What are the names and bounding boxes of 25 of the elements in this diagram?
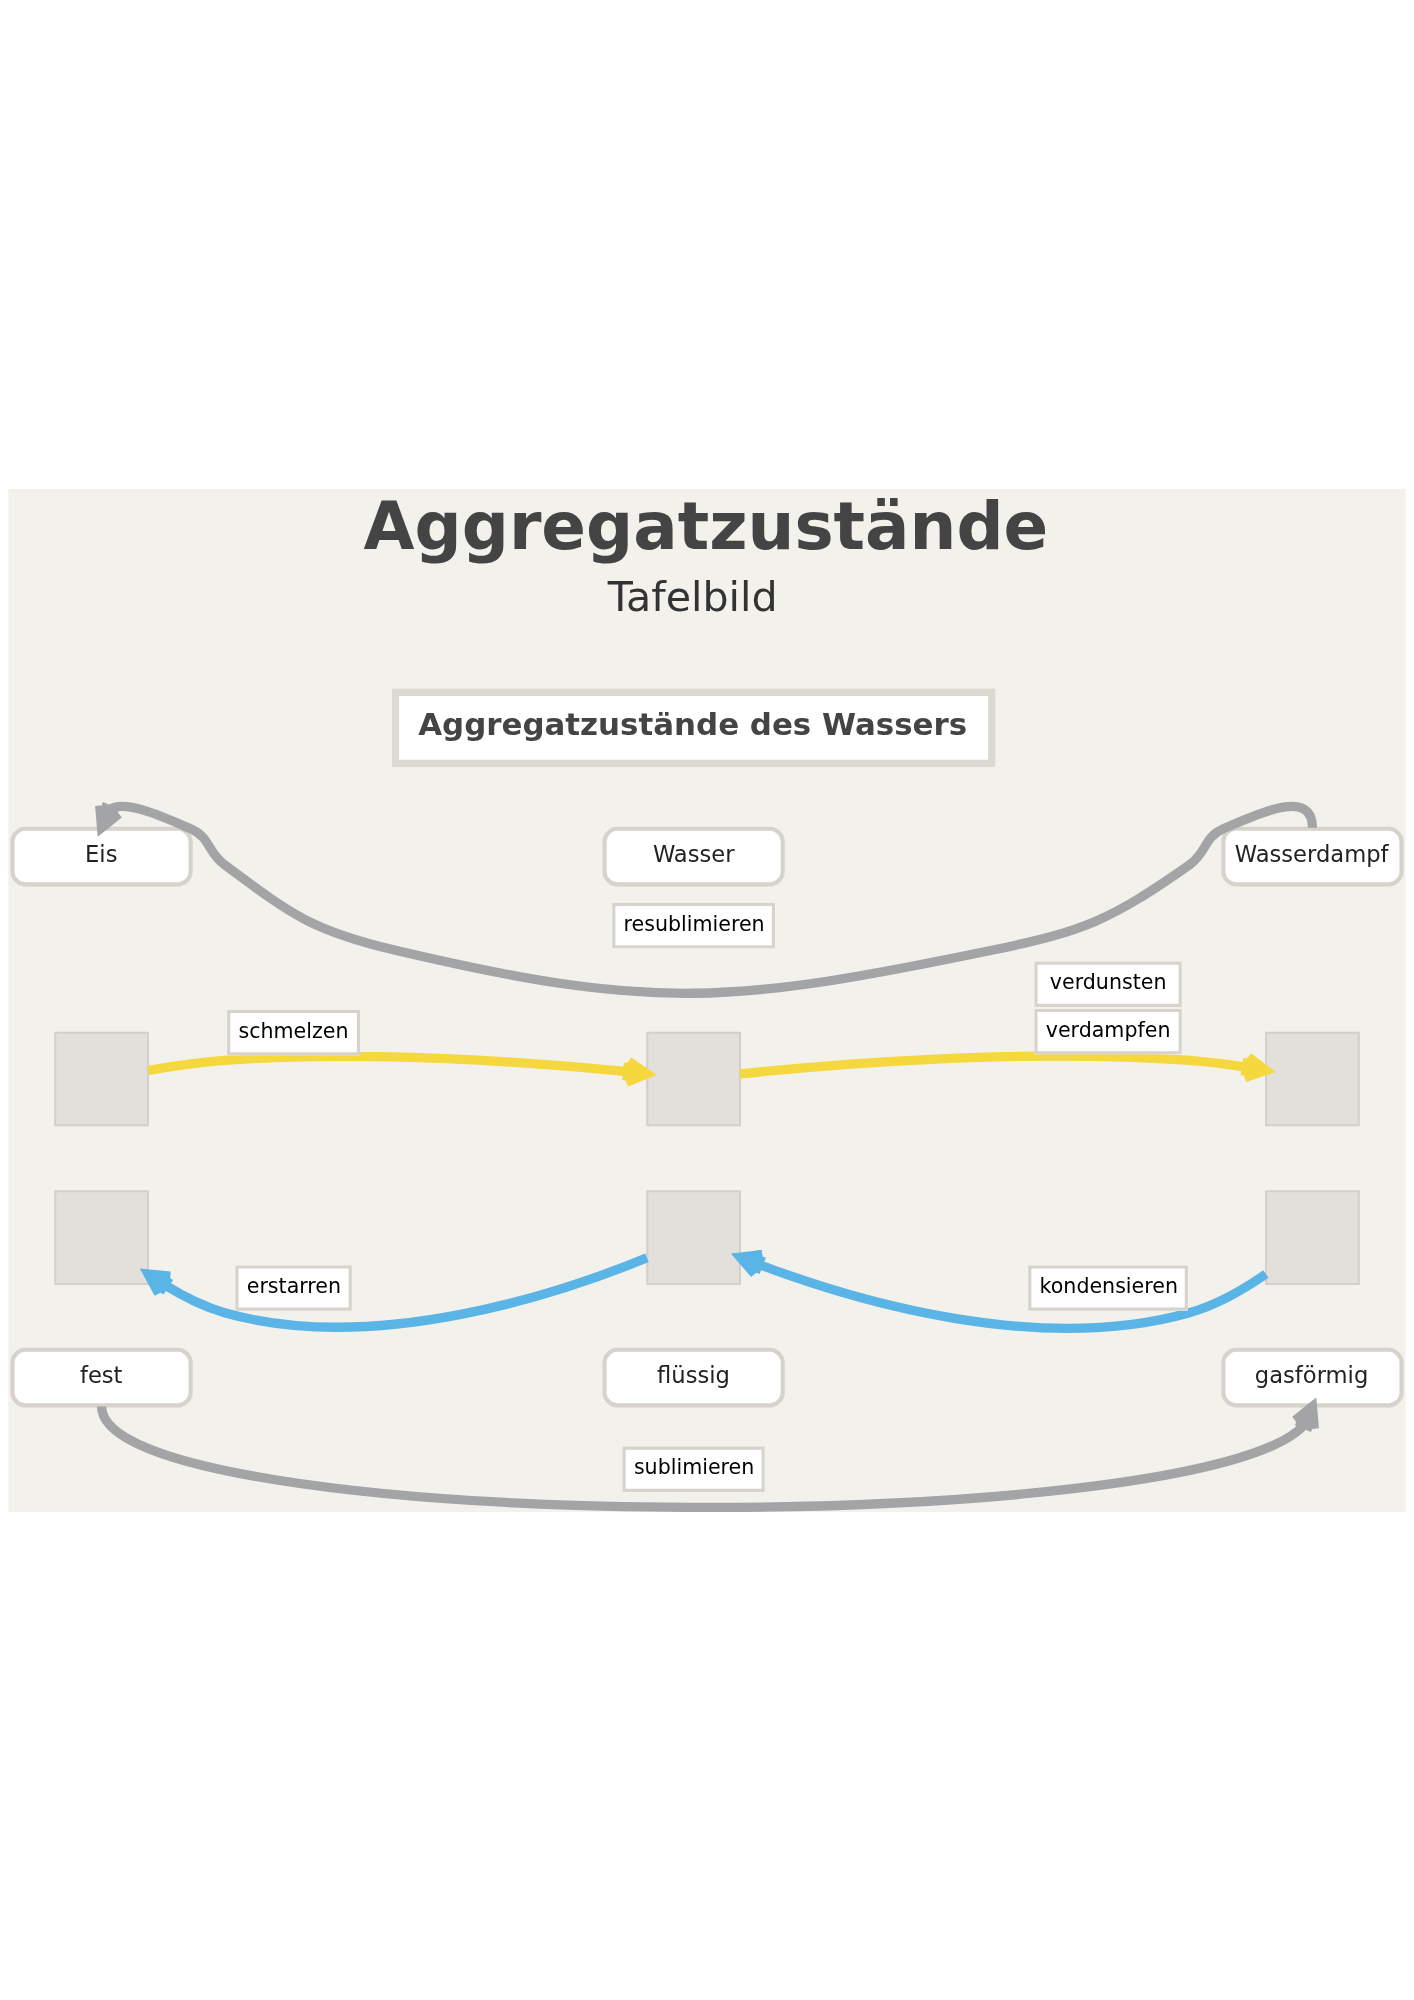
arrow: [142, 1253, 649, 1332]
node-box: Aggregatzustände des Wassers: [391, 688, 996, 767]
node-box: fest: [10, 1347, 193, 1407]
node-box: [1265, 1031, 1360, 1126]
edge-label: resublimieren: [623, 911, 765, 936]
node-box: [54, 1189, 149, 1285]
arrow: [97, 1400, 1319, 1512]
node-box: [646, 1189, 741, 1285]
node-box: Wasser: [602, 826, 785, 886]
node-box: [54, 1031, 149, 1126]
arrow: [95, 800, 1317, 998]
node-box: [1265, 1189, 1360, 1285]
label: Tafelbild: [607, 572, 778, 620]
edge-label: schmelzen: [238, 1018, 349, 1043]
node-box: [646, 1031, 741, 1126]
arrow: [734, 1249, 1269, 1333]
node-box: Eis: [10, 826, 193, 886]
node-box: Wasserdampf: [1221, 826, 1404, 886]
edge-label: verdunsten verdampfen: [1045, 969, 1171, 1042]
node-box: gasförmig: [1221, 1347, 1404, 1407]
edge-label: erstarren: [246, 1273, 342, 1298]
node-box: flüssig: [602, 1347, 785, 1407]
edge-label: kondensieren: [1039, 1273, 1178, 1298]
diagram-title: Aggregatzustände: [363, 487, 1049, 565]
edge-label: sublimieren: [633, 1454, 755, 1479]
